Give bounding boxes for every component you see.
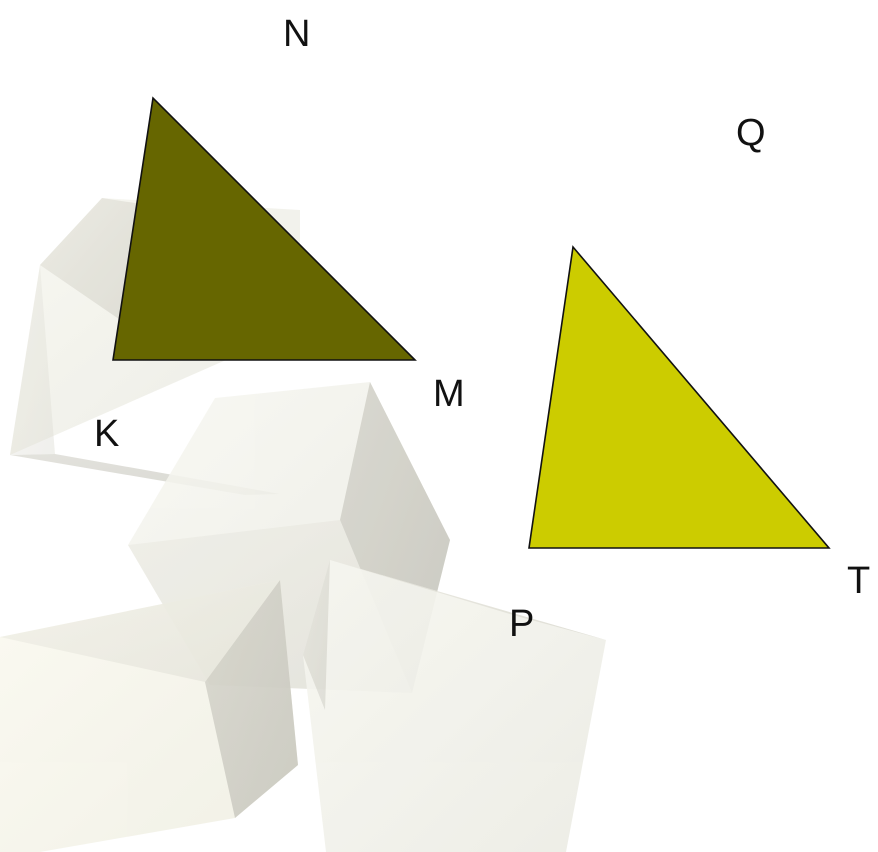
cube-bottom-right	[303, 560, 606, 852]
label-m: M	[433, 373, 465, 415]
triangle-kmn-shape	[112, 96, 417, 361]
label-k: K	[94, 413, 119, 455]
label-n: N	[283, 13, 310, 55]
label-q: Q	[736, 112, 766, 154]
label-p: P	[509, 603, 534, 645]
triangle-pqt	[528, 245, 831, 549]
cube-bottom-left	[0, 580, 298, 852]
cube-center	[128, 382, 450, 693]
triangle-kmn	[112, 96, 417, 361]
triangle-pqt-shape	[528, 245, 831, 549]
label-t: T	[847, 560, 870, 602]
